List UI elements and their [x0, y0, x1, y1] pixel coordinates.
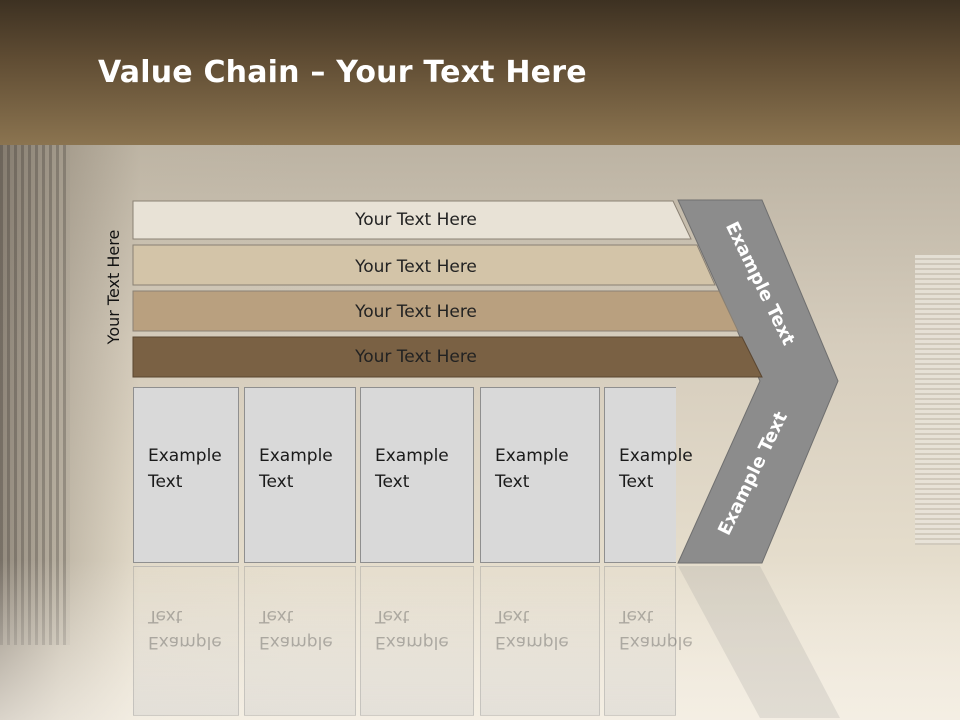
background-floor — [0, 560, 960, 720]
reflection-line1: Example — [259, 632, 333, 652]
reflection-line1: Example — [375, 632, 449, 652]
reflection-line2: Text — [619, 606, 654, 626]
reflection-line1: Example — [495, 632, 569, 652]
title-bar: Value Chain – Your Text Here — [0, 0, 960, 145]
chevron-shape[interactable] — [677, 199, 839, 564]
example-box-5-line1: Example — [619, 446, 693, 466]
example-box-3-line2: Text — [375, 472, 410, 492]
example-box-4-line1: Example — [495, 446, 569, 466]
slide-title[interactable]: Value Chain – Your Text Here — [98, 55, 587, 90]
example-box-2-reflection: Example Text — [244, 566, 356, 716]
reflection-line1: Example — [619, 632, 693, 652]
bar-3[interactable] — [132, 290, 739, 332]
example-box-1-line2: Text — [148, 472, 183, 492]
example-box-5-reflection: Example Text — [604, 566, 693, 716]
reflection-line2: Text — [148, 606, 183, 626]
example-box-4[interactable]: Example Text — [480, 387, 600, 563]
bar-1-label: Your Text Here — [354, 210, 477, 230]
example-box-2[interactable]: Example Text — [244, 387, 356, 563]
example-box-3-reflection: Example Text — [360, 566, 474, 716]
example-box-2-line2: Text — [259, 472, 294, 492]
bar-4[interactable] — [132, 336, 763, 378]
bar-4-label: Your Text Here — [354, 347, 477, 367]
chevron-reflection — [678, 566, 840, 718]
example-box-5-line2: Text — [619, 472, 654, 492]
reflection-line1: Example — [148, 632, 222, 652]
bar-3-label: Your Text Here — [354, 302, 477, 322]
example-box-3[interactable]: Example Text — [360, 387, 474, 563]
example-box-1-line1: Example — [148, 446, 222, 466]
title-rest: – Your Text Here — [299, 55, 587, 90]
example-box-1-reflection: Example Text — [133, 566, 239, 716]
example-box-5[interactable]: Example Text — [604, 387, 693, 563]
bar-2-label: Your Text Here — [354, 257, 477, 277]
reflection-line2: Text — [375, 606, 410, 626]
example-box-4-line2: Text — [495, 472, 530, 492]
reflection-line2: Text — [259, 606, 294, 626]
reflection-line2: Text — [495, 606, 530, 626]
example-box-4-reflection: Example Text — [480, 566, 600, 716]
bar-2[interactable] — [132, 244, 716, 286]
example-box-2-line1: Example — [259, 446, 333, 466]
example-box-3-line1: Example — [375, 446, 449, 466]
example-box-1[interactable]: Example Text — [133, 387, 239, 563]
title-bold: Value Chain — [98, 55, 300, 90]
bar-1[interactable] — [132, 200, 692, 240]
background-window-blinds — [915, 255, 960, 545]
